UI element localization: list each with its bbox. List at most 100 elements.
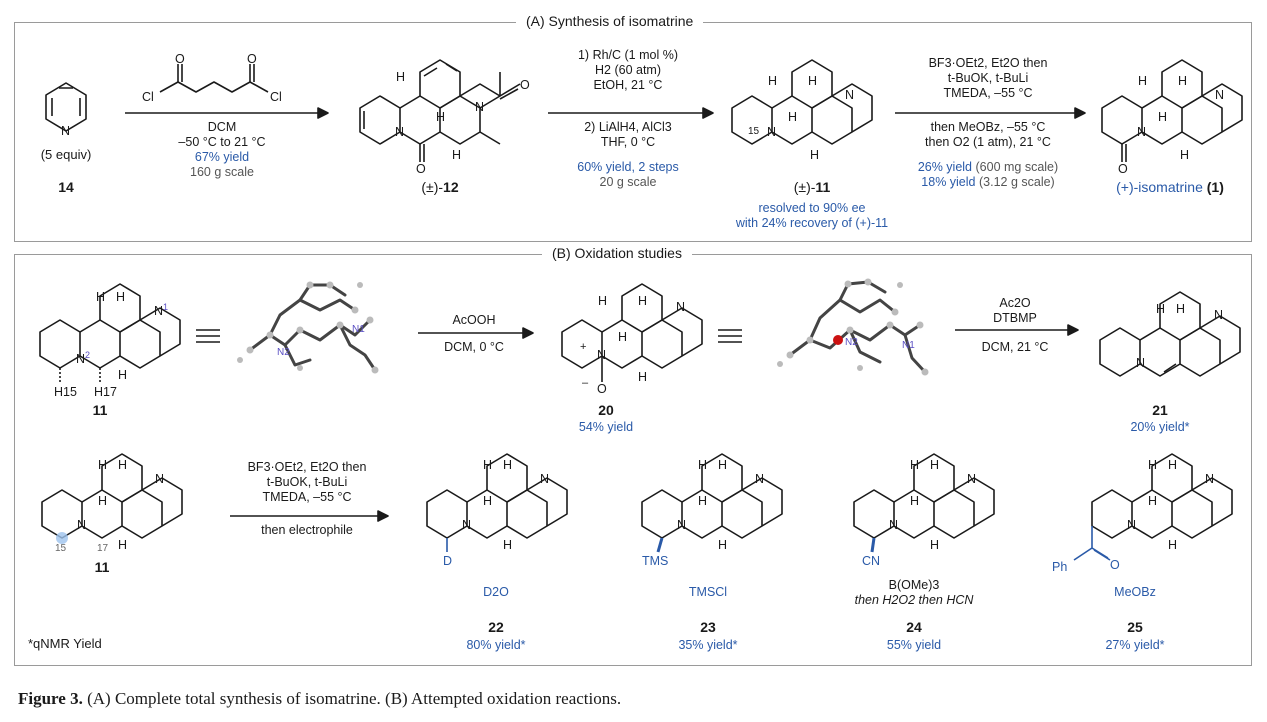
cpd11b-h3: H [98,494,108,508]
iso-n1: N [1137,125,1147,139]
p24-h1: H [910,458,920,472]
step2-line2: H2 (60 atm) [595,63,661,77]
ox-reagent: AcOOH [452,313,496,327]
acyl-o-right: O [247,52,257,66]
compound-11-label: (±)-11 [793,179,831,195]
step3-yield1-row: 26% yield (600 mg scale) [917,160,1059,174]
p23-h3: H [698,494,708,508]
elim-line3: DCM, 21 °C [981,340,1049,354]
p25-electrophile: MeOBz [1114,585,1156,599]
compound-14-label: 14 [58,179,74,195]
product-22-structure [426,453,568,552]
equiv-symbol-2 [718,329,742,343]
cpd21-n2: N [1214,308,1224,322]
cpd20-o: O [597,382,607,396]
panel-a-frame [14,22,1252,242]
step3-line3: TMEDA, –55 °C [943,86,1033,100]
iso-h4: H [1180,148,1190,162]
step3-line4: then MeOBz, –55 °C [930,120,1046,134]
product-23-structure [641,453,783,553]
cpd20-n: N [676,300,686,314]
p22-n2: N [540,472,550,486]
cpd12-h3: H [452,148,462,162]
cpd11a-h15: H15 [54,385,77,399]
p24-h2: H [930,458,940,472]
cpd11a-h2: H [116,290,126,304]
model1-n1: N1 [352,324,365,335]
p22-h2: H [503,458,513,472]
p23-h1: H [698,458,708,472]
compound-12-label: (±)-12 [421,179,459,195]
step1-scale: 160 g scale [190,165,254,179]
cpd20-yield: 54% yield [578,420,634,434]
p24-substituent: CN [862,554,881,568]
cpd12-n2: N [475,100,485,114]
step2-line5: THF, 0 °C [600,135,656,149]
isomatrine-label: (+)-isomatrine (1) [1116,179,1224,195]
step2-line3: EtOH, 21 °C [593,78,663,92]
figure-caption: Figure 3. (A) Complete total synthesis o… [18,689,622,708]
p24-n2: N [967,472,977,486]
cpd11a-h1: H [96,290,106,304]
highlight-c15 [56,532,68,544]
cpd11-h3: H [788,110,798,124]
p23-n2: N [755,472,765,486]
cpd11b-h2: H [118,458,128,472]
p25-h4: H [1168,538,1178,552]
compound-11b-label: 11 [94,559,110,575]
cpd11a-h17: H17 [94,385,117,399]
pyridine-amount: (5 equiv) [40,147,92,162]
product-24-structure [853,453,995,553]
p23-yield: 35% yield* [678,638,738,652]
lith-line1: BF3·OEt2, Et2O then [247,460,367,474]
step2-line4: 2) LiAlH4, AlCl3 [584,120,672,134]
product-25-label: 25 [1127,619,1143,635]
cpd11-n1: N [767,125,777,139]
p24-electrophile2: then H2O2 then HCN [854,593,974,607]
iso-h3: H [1158,110,1168,124]
cpd12-o2: O [520,78,530,92]
p22-substituent: D [443,554,453,568]
p22-yield: 80% yield* [466,638,526,652]
p24-n1: N [889,518,899,532]
cpd11-h1: H [768,74,778,88]
p25-yield: 27% yield* [1105,638,1165,652]
cpd11b-n2: N [155,472,165,486]
cpd12-h1: H [396,70,406,84]
compound-21-label: 21 [1152,402,1168,418]
compound-12-structure [359,59,521,162]
p23-n1: N [677,518,687,532]
cpd11a-n2: N2 [76,350,91,367]
cpd20-minus: – [582,377,589,389]
step1-solvent: DCM [207,120,237,134]
step3-line1: BF3·OEt2, Et2O then [928,56,1048,70]
product-25-structure [1073,453,1233,561]
compound-11a-label: 11 [92,402,108,418]
compound-20-structure [561,283,703,382]
footnote: *qNMR Yield [28,636,102,651]
product-22-label: 22 [488,619,504,635]
cpd11b-c15: 15 [55,543,67,554]
iso-n2: N [1215,88,1225,102]
p24-yield: 55% yield [886,638,942,652]
p25-h2: H [1168,458,1178,472]
panel-a-title: (A) Synthesis of isomatrine [516,13,704,29]
p22-n1: N [462,518,472,532]
cpd11-c15: 15 [748,126,760,137]
cpd11-h2: H [808,74,818,88]
p22-h4: H [503,538,513,552]
p22-h1: H [483,458,493,472]
cpd21-h1: H [1156,302,1166,316]
lith-line4: then electrophile [261,523,353,537]
compound-20-label: 20 [598,402,614,418]
iso-h2: H [1178,74,1188,88]
acyl-cl-left: Cl [142,90,154,104]
p24-h4: H [930,538,940,552]
product-23-label: 23 [700,619,716,635]
cpd20-n-ox: N [597,348,607,362]
model-3d-2 [788,280,927,374]
model1-n2: N2 [277,347,290,358]
cpd20-h3: H [618,330,628,344]
step2-scale: 20 g scale [599,175,657,189]
compound-11-structure [731,59,873,145]
